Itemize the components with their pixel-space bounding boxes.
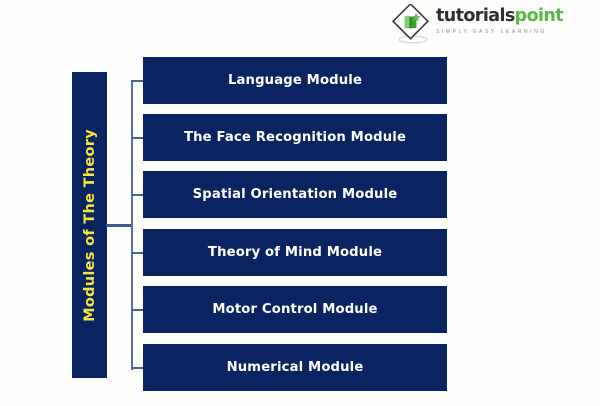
connector-stub <box>106 224 133 227</box>
tutorialspoint-diamond-book-logo-icon <box>391 2 434 46</box>
module-box-numerical[interactable]: Numerical Module <box>143 344 447 391</box>
wordmark-point: point <box>514 6 564 26</box>
module-box-spatial-orientation[interactable]: Spatial Orientation Module <box>143 171 447 218</box>
module-label: The Face Recognition Module <box>183 130 407 145</box>
module-label: Spatial Orientation Module <box>192 187 398 202</box>
connector-branch-6 <box>131 367 144 369</box>
module-label: Language Module <box>227 73 363 88</box>
module-box-face-recognition[interactable]: The Face Recognition Module <box>143 114 447 161</box>
connector-branch-1 <box>131 80 144 82</box>
module-label: Numerical Module <box>226 360 364 375</box>
connector-branch-2 <box>131 137 144 139</box>
wordmark-tutorials: tutorials <box>436 6 515 26</box>
module-box-motor-control[interactable]: Motor Control Module <box>143 286 447 333</box>
module-box-language[interactable]: Language Module <box>143 57 447 104</box>
module-label: Motor Control Module <box>212 302 378 317</box>
connector-branch-4 <box>131 252 144 254</box>
diagram-title-block: Modules of The Theory <box>72 72 107 378</box>
connector-branch-3 <box>131 194 144 196</box>
connector-tree <box>106 50 151 390</box>
tutorialspoint-logo: tutorialspoint SIMPLY EASY LEARNING <box>391 2 564 46</box>
logo-tagline: SIMPLY EASY LEARNING <box>436 29 547 35</box>
logo-wordmark: tutorialspoint SIMPLY EASY LEARNING <box>436 6 564 43</box>
connector-spine <box>131 81 133 370</box>
wordmark-line: tutorialspoint <box>436 6 564 26</box>
module-label: Theory of Mind Module <box>207 245 383 260</box>
connector-branch-5 <box>131 309 144 311</box>
diagram-title-text: Modules of The Theory <box>81 128 98 322</box>
module-box-theory-of-mind[interactable]: Theory of Mind Module <box>143 229 447 276</box>
